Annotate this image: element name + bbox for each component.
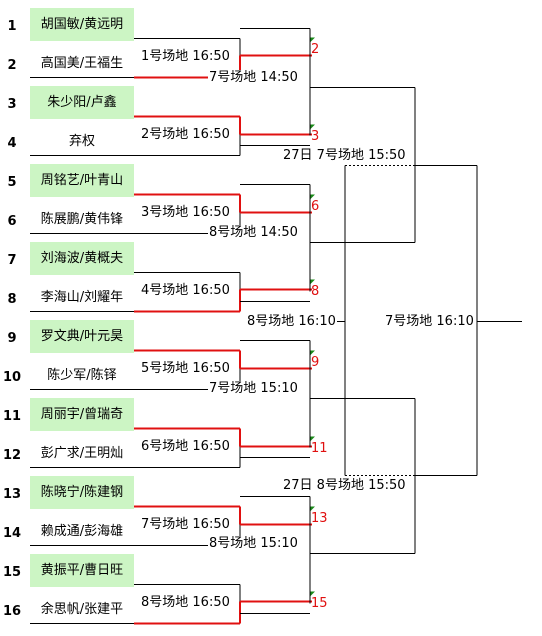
seed-number: 12 xyxy=(2,448,22,463)
result-marker xyxy=(310,506,315,512)
seed-number: 10 xyxy=(2,370,22,385)
round2-venue: 7号场地 14:50 xyxy=(208,70,299,86)
team-name: 黄振平/曹日旺 xyxy=(30,554,134,587)
team-name: 胡国敏/黄远明 xyxy=(30,8,134,41)
seed-number: 3 xyxy=(7,97,17,112)
round1-venue: 6号场地 16:50 xyxy=(140,439,231,455)
team-name: 李海山/刘耀年 xyxy=(40,290,124,305)
seed-number: 9 xyxy=(7,331,17,346)
round1-result: 15 xyxy=(311,595,328,611)
result-marker xyxy=(310,124,315,130)
result-marker xyxy=(310,591,315,597)
result-marker xyxy=(310,279,315,285)
team-name: 刘海波/黄概夫 xyxy=(30,242,134,275)
round1-result: 8 xyxy=(311,283,320,299)
round1-result: 11 xyxy=(311,440,328,456)
seed-number: 15 xyxy=(2,565,22,580)
seed-number: 2 xyxy=(7,58,17,73)
round1-venue: 5号场地 16:50 xyxy=(140,361,231,377)
round1-venue: 2号场地 16:50 xyxy=(140,127,231,143)
team-name: 陈展鹏/黄伟锋 xyxy=(40,212,124,227)
round1-venue: 3号场地 16:50 xyxy=(140,205,231,221)
team-name: 彭广求/王明灿 xyxy=(40,446,124,461)
final-venue: 7号场地 16:10 xyxy=(384,314,475,330)
round2-venue: 8号场地 14:50 xyxy=(208,225,299,241)
round4-venue-left: 8号场地 16:10 xyxy=(246,314,337,330)
round2-venue: 8号场地 15:10 xyxy=(208,536,299,552)
seed-number: 1 xyxy=(7,19,17,34)
seed-number: 4 xyxy=(7,136,17,151)
round1-result: 2 xyxy=(311,41,320,57)
team-name: 朱少阳/卢鑫 xyxy=(30,86,134,119)
round1-venue: 4号场地 16:50 xyxy=(140,283,231,299)
team-name: 赖成通/彭海雄 xyxy=(40,524,124,539)
result-marker xyxy=(310,436,315,442)
team-name: 陈晓宁/陈建钢 xyxy=(30,476,134,509)
result-marker xyxy=(310,194,315,200)
seed-number: 11 xyxy=(2,409,22,424)
seed-number: 5 xyxy=(7,175,17,190)
team-name: 弃权 xyxy=(68,134,95,149)
team-name: 周铭艺/叶青山 xyxy=(30,164,134,197)
result-marker xyxy=(310,37,315,43)
team-name: 余思帆/张建平 xyxy=(40,602,124,617)
round1-result: 13 xyxy=(311,510,328,526)
round3-venue-bottom: 27日 8号场地 15:50 xyxy=(282,478,407,494)
result-marker xyxy=(310,350,315,356)
round1-venue: 1号场地 16:50 xyxy=(140,49,231,65)
round1-result: 9 xyxy=(311,354,320,370)
team-name: 陈少军/陈铎 xyxy=(47,368,117,383)
seed-number: 16 xyxy=(2,604,22,619)
round1-result: 3 xyxy=(311,128,320,144)
seed-number: 14 xyxy=(2,526,22,541)
round3-venue-top: 27日 7号场地 15:50 xyxy=(282,148,407,164)
seed-number: 7 xyxy=(7,253,17,268)
round1-result: 6 xyxy=(311,198,320,214)
team-name: 罗文典/叶元昊 xyxy=(30,320,134,353)
seed-number: 13 xyxy=(2,487,22,502)
team-name: 高国美/王福生 xyxy=(40,56,124,71)
team-name: 周丽宇/曾瑞奇 xyxy=(30,398,134,431)
round2-venue: 7号场地 15:10 xyxy=(208,381,299,397)
round1-venue: 8号场地 16:50 xyxy=(140,595,231,611)
seed-number: 6 xyxy=(7,214,17,229)
round1-venue: 7号场地 16:50 xyxy=(140,517,231,533)
seed-number: 8 xyxy=(7,292,17,307)
